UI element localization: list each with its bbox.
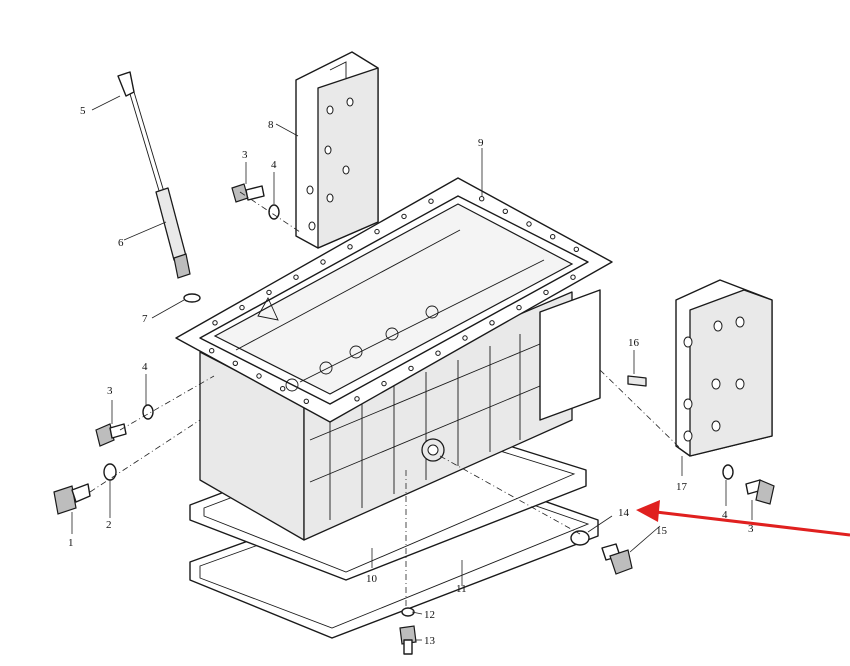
flange-hole [293, 274, 299, 280]
callout-8: 8 [268, 119, 274, 131]
flange-hole [462, 335, 468, 341]
flange-hole [516, 304, 522, 311]
callout-5: 5 [80, 105, 86, 117]
flange-hole [239, 304, 245, 311]
flange-hole [401, 213, 407, 220]
bolt-3-left [95, 423, 127, 447]
callout-2: 2 [106, 519, 112, 531]
flange-hole [280, 386, 286, 392]
callout-17: 17 [676, 481, 688, 493]
flange-hole [209, 348, 215, 354]
bolt-1 [53, 483, 91, 515]
flange-hole [212, 320, 218, 326]
dipstick-tube-6 [155, 187, 191, 279]
callout-7: 7 [142, 313, 148, 325]
washer-4-right [722, 464, 734, 480]
bolt-3-right [745, 479, 775, 505]
flange-hole [502, 208, 508, 215]
plug-16 [627, 375, 647, 387]
flange-hole [408, 365, 414, 372]
callout-13: 13 [424, 635, 436, 647]
flange-hole [550, 234, 556, 240]
callout-6: 6 [118, 237, 124, 249]
callout-3-left: 3 [107, 385, 113, 397]
flange-hole [573, 246, 579, 253]
flange-hole [374, 228, 380, 235]
callout-1: 1 [68, 537, 74, 549]
callout-12: 12 [424, 609, 435, 621]
callout-10: 10 [366, 573, 378, 585]
callout-9: 9 [478, 137, 484, 149]
oil-pan-housing-9 [175, 177, 613, 541]
flange-hole [320, 259, 326, 265]
flange-hole [354, 396, 360, 402]
bolt-3-upper [231, 183, 265, 203]
flange-hole [526, 221, 532, 227]
callout-14: 14 [618, 507, 630, 519]
callout-3: 3 [242, 149, 248, 161]
flange-hole [489, 320, 495, 326]
flange-hole [266, 289, 272, 296]
callout-3-right: 3 [748, 523, 754, 535]
washer-4-left [142, 404, 154, 420]
dipstick-5 [117, 71, 165, 195]
washer-4-upper [268, 204, 280, 220]
flange-hole [381, 380, 387, 387]
callout-15: 15 [656, 525, 668, 537]
bolt-13 [399, 625, 417, 655]
flange-hole [428, 198, 434, 204]
cover-plate-8 [295, 51, 379, 249]
flange-hole [543, 289, 549, 296]
callout-4: 4 [271, 159, 277, 171]
callout-11: 11 [456, 583, 467, 595]
flange-hole [256, 373, 262, 379]
drain-plug-15 [601, 543, 633, 575]
red-arrow-pointer [636, 500, 850, 537]
washer-7 [183, 293, 201, 303]
flange-hole [479, 196, 485, 202]
callout-16: 16 [628, 337, 640, 349]
washer-14 [570, 530, 590, 546]
flange-hole [232, 360, 239, 366]
cover-plate-17 [675, 279, 773, 457]
flange-hole [435, 350, 441, 356]
flange-hole [303, 398, 309, 404]
callout-4-left: 4 [142, 361, 148, 373]
callout-4-right: 4 [722, 509, 728, 521]
washer-2 [103, 463, 117, 481]
flange-hole [347, 244, 353, 250]
flange-hole [570, 274, 576, 280]
